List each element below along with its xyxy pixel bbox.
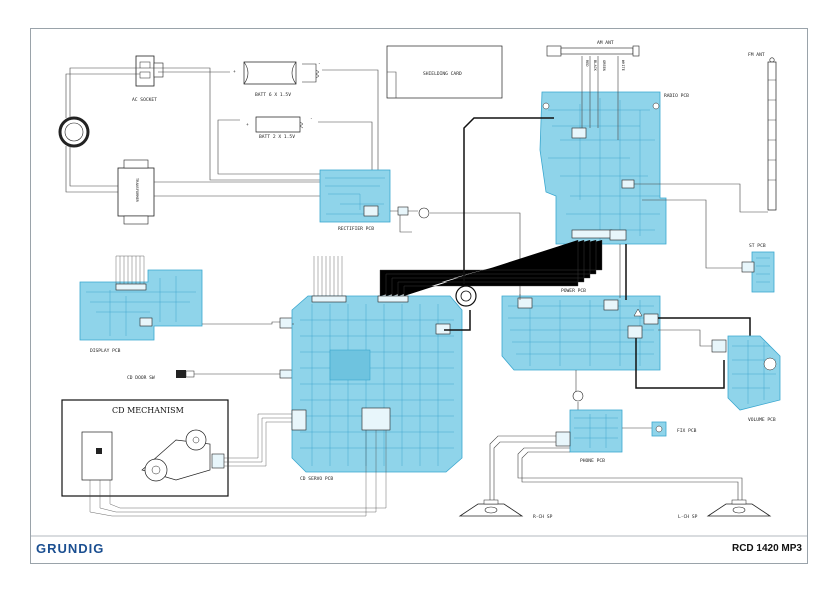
battery-6: + -: [233, 61, 321, 85]
shielding-card-label: SHIELDING CARD: [423, 71, 462, 77]
am-ant-label: AM ANT: [597, 40, 614, 46]
toroid-core: [58, 116, 90, 148]
shielding-card: [386, 45, 503, 99]
battery-6-label: BATT 6 X 1.5V: [255, 92, 291, 98]
cd-servo-pcb-label: CD SERVO PCB: [300, 476, 333, 482]
battery-2: + -: [246, 116, 313, 133]
phone-pcb: [555, 409, 623, 453]
cd-door-sw-label: CD DOOR SW: [127, 375, 155, 381]
display-pcb: [79, 269, 203, 341]
cd-door-switch: [176, 369, 293, 379]
power-pcb-label: POWER PCB: [561, 288, 586, 294]
volume-pcb: [711, 335, 781, 411]
transformer: TRANSFORMER: [117, 159, 155, 225]
volume-pcb-label: VOLUME PCB: [748, 417, 776, 423]
svg-text:-: -: [318, 62, 321, 67]
radio-pcb-label: RADIO PCB: [664, 93, 689, 99]
svg-text:-: -: [310, 117, 313, 122]
battery-2-label: BATT 2 X 1.5V: [259, 134, 295, 140]
st-pcb: [741, 251, 775, 293]
l-ch-sp-label: L-CH SP: [678, 514, 698, 520]
power-pcb: [501, 295, 661, 371]
rectifier-pcb: [319, 169, 391, 223]
model-number: RCD 1420 MP3: [731, 543, 802, 554]
ac-socket: [135, 55, 164, 87]
l-ch-speaker: [706, 499, 772, 517]
rectifier-pcb-label: RECTIFIER PCB: [338, 226, 374, 232]
am-wire-green: GREEN: [602, 60, 606, 71]
display-pcb-label: DISPLAY PCB: [90, 348, 121, 354]
fix-pcb-label: FIX PCB: [677, 428, 697, 434]
ac-socket-label: AC SOCKET: [132, 97, 157, 103]
am-wire-red: RED: [585, 60, 589, 67]
radio-pcb: [539, 91, 667, 245]
phone-pcb-label: PHONE PCB: [580, 458, 605, 464]
st-pcb-label: ST PCB: [749, 243, 766, 249]
r-ch-speaker: [458, 499, 524, 517]
am-wire-black: BLACK: [593, 60, 597, 72]
cd-servo-pcb: [291, 295, 463, 473]
cd-mechanism-parts: [81, 429, 225, 482]
brand-logo: GRUNDIG: [36, 541, 105, 556]
drawing-frame: [30, 28, 808, 564]
r-ch-sp-label: R-CH SP: [533, 514, 553, 520]
transformer-label: TRANSFORMER: [135, 178, 139, 203]
svg-text:+: +: [233, 70, 236, 75]
fix-pcb: [651, 421, 667, 437]
fm-ant-label: FM ANT: [748, 52, 765, 58]
am-antenna: [546, 45, 640, 57]
am-wire-white: WHITE: [621, 60, 625, 71]
svg-text:+: +: [246, 123, 249, 128]
fm-antenna: [767, 57, 777, 211]
cd-mechanism-label: CD MECHANISM: [112, 406, 184, 415]
